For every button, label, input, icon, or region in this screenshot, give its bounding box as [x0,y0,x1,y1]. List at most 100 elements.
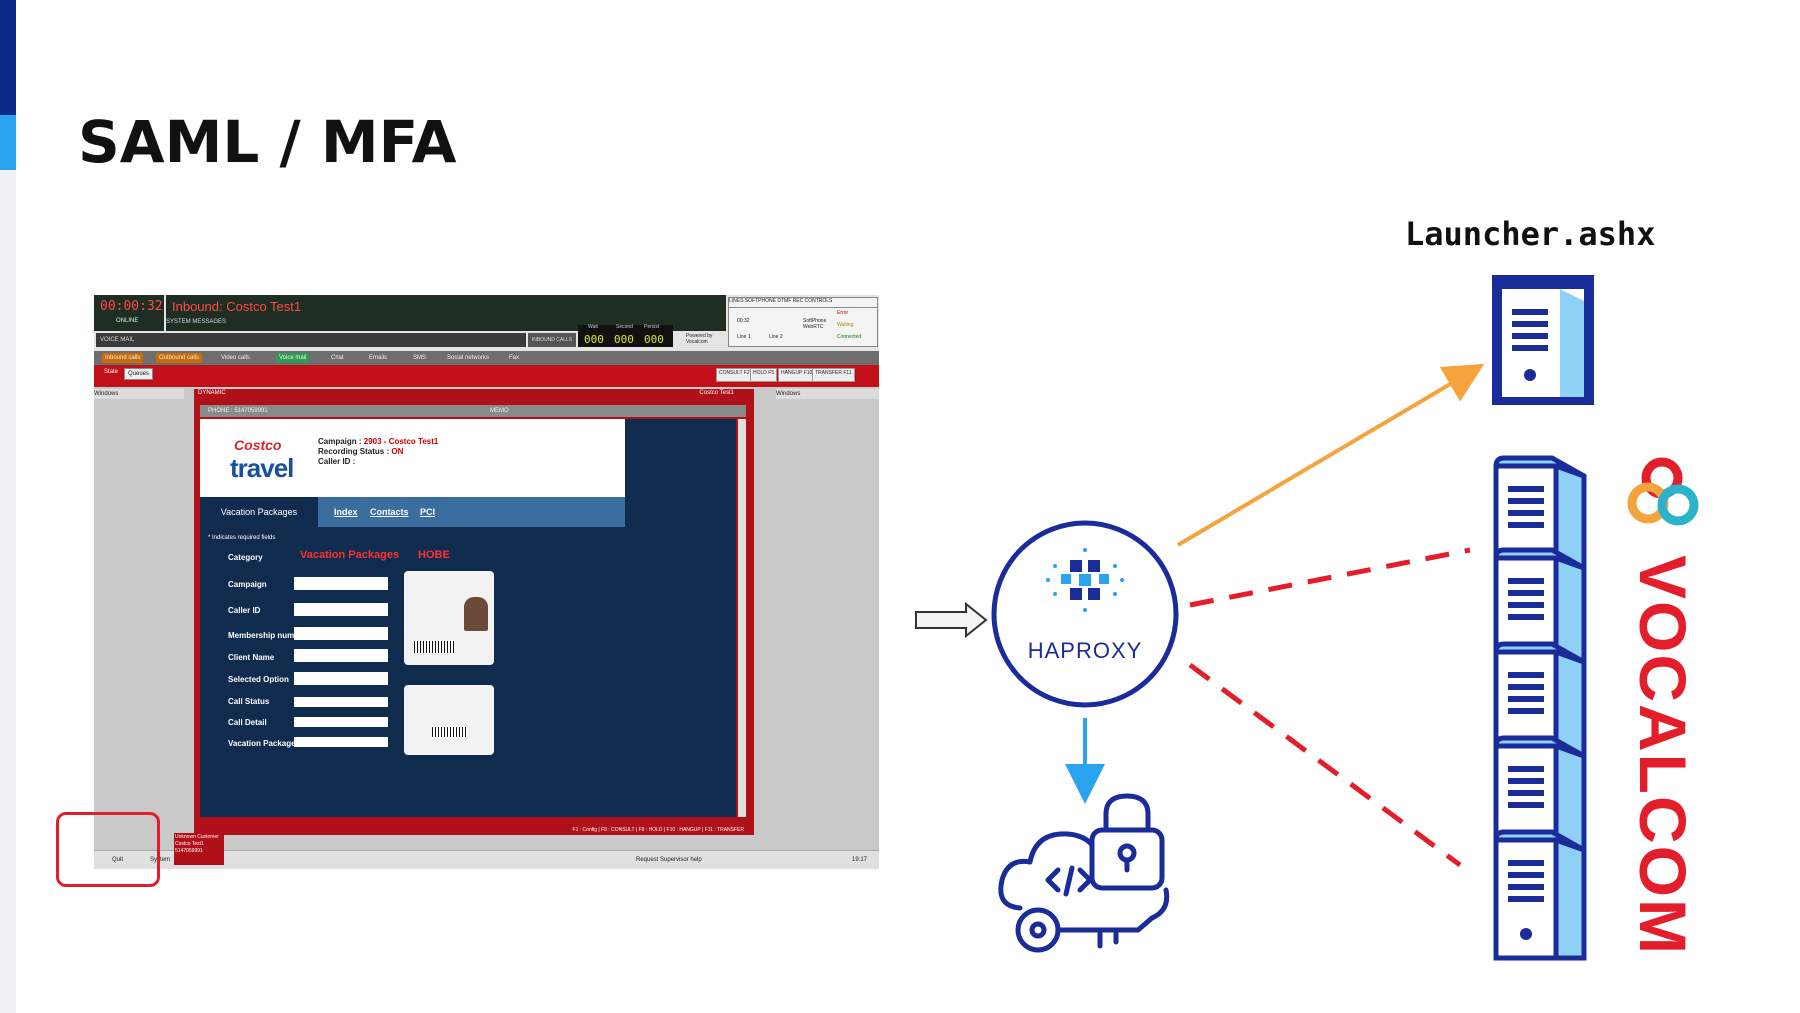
taskbar-clock: 19:17 [852,857,868,863]
membership-card-back [404,685,494,755]
memo-label: MEMO [490,408,509,414]
phone-bar: PHONE : 5147059991 MEMO [200,405,746,417]
dynamic-window: DYNAMIC Costco Test1 PHONE : 5147059991 … [194,389,754,825]
tab-sms[interactable]: SMS [413,355,427,361]
system-button[interactable]: System [150,857,171,863]
haproxy-label: HAPROXY [1028,638,1143,663]
channel-tab-bar: Inbound calls Outbound calls Video calls… [94,351,879,365]
launcher-label: Launcher.ashx [1405,215,1656,253]
counter-label: Wait [588,324,598,330]
slide-accent-light [0,115,16,170]
script-form: Costco travel Campaign : 2903 - Costco T… [200,419,736,817]
softphone-label: SoftPhone WebRTC [803,318,827,330]
rec-tab[interactable]: REC [792,298,804,304]
field-label: Call Detail [228,718,267,727]
radio-vacation-packages[interactable]: Vacation Packages [300,549,400,561]
lines-tabs: LINES SOFTPHONE DTMF REC CONTROLS [729,298,877,308]
online-status: ONLINE [116,318,139,324]
counter-value: 000 [644,333,664,346]
slide-accent-strip [0,0,16,1013]
recording-label: Recording Status : [318,447,392,456]
dynamic-campaign: Costco Test1 [699,390,734,396]
field-label: Client Name [228,653,275,662]
lines-tab[interactable]: LINES [729,298,744,304]
line-2-label: Line 2 [769,334,783,340]
slide-title: SAML / MFA [78,108,457,176]
dynamic-title: DYNAMIC [198,390,226,396]
vocalcom-server-stack [1496,458,1584,958]
field-label: Call Status [228,697,270,706]
softphone-tab[interactable]: SOFTPHONE [744,298,776,304]
status-waiting: Waiting [837,322,854,328]
hold-button[interactable]: HOLD F5 [750,368,778,382]
controls-tab[interactable]: CONTROLS [804,298,833,304]
phone-number: PHONE : 5147059991 [208,408,268,414]
selected-option-input[interactable] [294,672,388,685]
haproxy-node: HAPROXY [991,520,1179,708]
counter-label: Second [616,324,633,330]
call-timer: 00:00:32 [100,299,163,314]
nav-pci[interactable]: PCI [420,507,436,517]
tab-vacation-packages[interactable]: Vacation Packages [200,497,318,527]
nav-contacts[interactable]: Contacts [370,507,409,517]
tab-social-networks[interactable]: Social networks [447,355,490,361]
taskbar: Quit System Unknown Customer Costco Test… [94,833,879,869]
tab-emails[interactable]: Emails [369,355,388,361]
vacation-package-select[interactable] [294,737,388,747]
campaign-input[interactable] [294,577,388,590]
powered-by: Powered by Vocalcom [686,333,713,345]
tab-voice-mail[interactable]: Voice mail [276,353,310,363]
queues-dropdown[interactable]: Queues [124,368,154,380]
campaign-value: 2903 - Costco Test1 [363,437,439,446]
tab-inbound-calls[interactable]: Inbound calls [102,353,144,363]
tab-chat[interactable]: Chat [331,355,344,361]
queue-counters: Wait Second Persist 000 000 000 [578,324,673,347]
customer-tab[interactable]: Unknown Customer Costco Test1 5147059991 [174,833,224,865]
inbound-title: Inbound: Costco Test1 [172,299,302,314]
status-error: Error [837,310,849,316]
lines-panel: LINES SOFTPHONE DTMF REC CONTROLS 00:32 … [728,297,878,347]
voice-mail-bar[interactable]: VOICE MAIL [96,333,526,347]
state-label: State [104,369,119,375]
tab-outbound-calls[interactable]: Outbound calls [156,353,203,363]
transfer-button[interactable]: TRANSFER F11 [812,368,855,382]
quit-system-highlight [56,812,160,887]
field-label: Caller ID [228,606,261,615]
call-timer-box: 00:00:32 ONLINE [94,295,164,331]
tab-video-calls[interactable]: Video calls [221,355,250,361]
supervisor-help[interactable]: Request Supervisor help [636,857,702,863]
field-label: Category [228,553,263,562]
function-key-legend: F1 : Config | F8 : CONSULT | F9 : HOLD |… [194,825,754,835]
travel-logo: travel [230,453,294,483]
call-status-select[interactable] [294,697,388,707]
campaign-label: Campaign : [318,437,364,446]
server-icon [1496,832,1584,958]
nav-index[interactable]: Index [334,507,358,517]
counter-value: 000 [584,333,604,346]
form-nav: Vacation Packages Index Contacts PCI [200,497,625,527]
agent-desktop-screenshot: 00:00:32 ONLINE Inbound: Costco Test1 SY… [94,295,879,869]
call-detail-select[interactable] [294,717,388,727]
field-label: Selected Option [228,675,289,684]
tab-fax[interactable]: Fax [509,355,520,361]
line-time: 00:32 [737,318,750,324]
haproxy-logo-icon [1046,548,1124,612]
caller-id-input[interactable] [294,603,388,616]
status-connected: Connected [837,334,862,340]
vocalcom-logo-icon [1627,457,1699,526]
cloud-security-icon [998,793,1170,953]
form-scrollbar[interactable] [738,419,746,817]
right-window-title: Windows [776,389,879,399]
membership-input[interactable] [294,627,388,640]
caller-id-label: Caller ID : [318,457,356,466]
counter-label: Persist [644,324,660,330]
field-label: Campaign [228,580,267,589]
quit-button[interactable]: Quit [112,857,124,863]
radio-hobe[interactable]: HOBE [418,549,450,561]
dtmf-tab[interactable]: DTMF [777,298,792,304]
launcher-server-icon [1492,275,1594,405]
launcher-arrow [1176,363,1485,547]
client-name-input[interactable] [294,649,388,662]
field-label: Membership number [228,631,307,640]
